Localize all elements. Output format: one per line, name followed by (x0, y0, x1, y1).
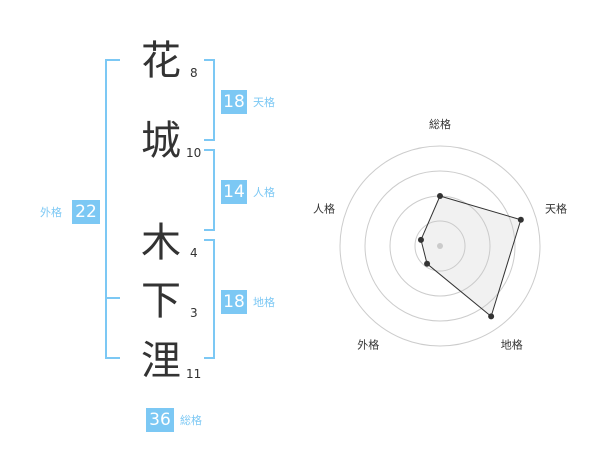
jinkaku-value-badge: 14 (221, 180, 247, 204)
stroke-count-2: 10 (186, 146, 202, 160)
name-char-5: 浬 (141, 338, 181, 384)
tenkaku-label: 天格 (253, 96, 275, 109)
radar-ring-4 (339, 145, 541, 347)
radar-axis-label-3: 地格 (501, 338, 523, 352)
name-char-1: 花 (141, 38, 181, 84)
gaikaku-value-badge: 22 (72, 200, 100, 224)
radar-axis-label-1: 総格 (429, 117, 451, 131)
stroke-count-4: 3 (190, 306, 198, 320)
radar-axis-label-5: 人格 (313, 201, 335, 215)
tenkaku-bracket (204, 59, 215, 141)
chikaku-value-badge: 18 (221, 290, 247, 314)
gaikaku-label: 外格 (40, 206, 62, 219)
radar-point-3 (488, 313, 495, 320)
radar-point-4 (424, 260, 431, 267)
chikaku-label: 地格 (253, 296, 275, 309)
radar-point-2 (517, 216, 524, 223)
radar-point-1 (437, 193, 443, 199)
jinkaku-bracket (204, 149, 215, 231)
radar-center-dot (437, 243, 443, 249)
stroke-count-5: 11 (186, 367, 202, 381)
gaikaku-bracket (105, 59, 120, 359)
radar-point-5 (417, 236, 424, 243)
radar-ring-3 (364, 170, 516, 322)
soukaku-value-badge: 36 (146, 408, 174, 432)
tenkaku-value-badge: 18 (221, 90, 247, 114)
stroke-count-1: 8 (190, 66, 198, 80)
radar-axis-label-4: 外格 (357, 338, 379, 352)
name-char-4: 下 (141, 278, 181, 324)
jinkaku-label: 人格 (253, 186, 275, 199)
radar-axis-label-2: 天格 (545, 201, 567, 215)
radar-value-polygon (420, 195, 522, 318)
stroke-count-3: 4 (190, 246, 198, 260)
name-char-2: 城 (141, 118, 181, 164)
chikaku-bracket (204, 239, 215, 359)
radar-ring-1 (414, 220, 466, 272)
soukaku-label: 総格 (180, 414, 202, 427)
name-char-3: 木 (141, 220, 181, 266)
